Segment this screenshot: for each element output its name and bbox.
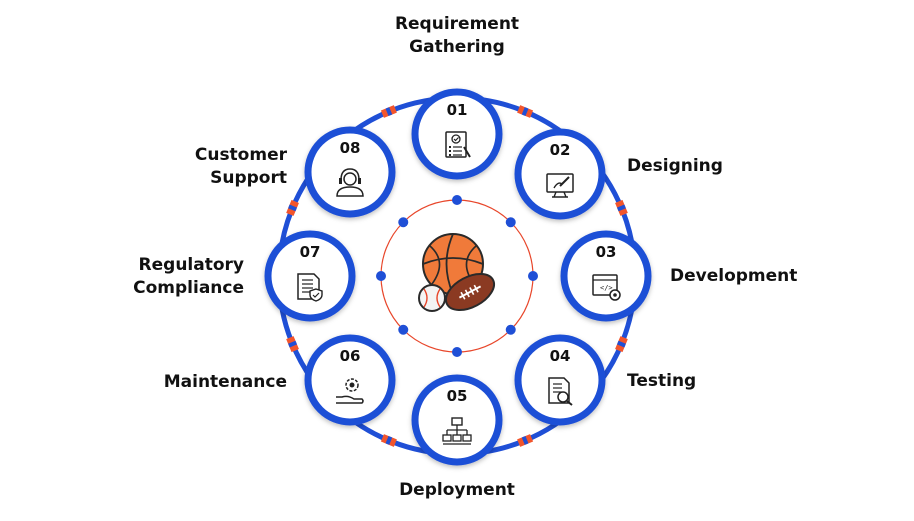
ring-accent	[615, 199, 628, 216]
orbit-dot	[398, 217, 409, 228]
stage-nodes: 01 02 03 </> 04 05 06 07 08	[264, 88, 652, 466]
stage-node-circle	[411, 88, 503, 180]
stage-label-06: Maintenance	[163, 372, 287, 392]
document-magnifier-icon	[548, 377, 573, 406]
ring-accent	[286, 336, 299, 353]
svg-text:</>: </>	[600, 284, 613, 292]
network-hierarchy-icon	[442, 417, 472, 445]
stage-node-circle	[264, 230, 356, 322]
document-shield-icon	[297, 273, 323, 302]
stage-node-01: 01	[411, 88, 503, 180]
stage-label-07: Regulatory Compliance	[133, 255, 244, 298]
stage-label-05: Deployment	[399, 480, 515, 500]
stage-number: 05	[447, 387, 468, 405]
ring-accent	[286, 199, 299, 216]
stage-label-01: Requirement Gathering	[394, 14, 520, 57]
stage-label-02: Designing	[627, 156, 723, 176]
orbit-dot	[528, 271, 538, 281]
stage-number: 03	[596, 243, 617, 261]
orbit-dot	[398, 324, 409, 335]
ring-accents	[286, 105, 628, 447]
stage-node-circle	[514, 334, 606, 426]
design-monitor-icon	[546, 173, 574, 198]
ring-accent	[615, 336, 628, 353]
ring-accent	[380, 105, 397, 118]
ring-accent	[517, 434, 534, 447]
stage-number: 01	[447, 101, 468, 119]
stage-node-04: 04	[514, 334, 606, 426]
stage-node-06: 06	[304, 334, 396, 426]
stage-number: 04	[550, 347, 571, 365]
stage-node-02: 02	[514, 128, 606, 220]
stage-node-circle	[304, 126, 396, 218]
orbit-dot	[452, 347, 462, 357]
orbit-dot	[376, 271, 386, 281]
stage-node-07: 07	[264, 230, 356, 322]
ring-accent	[517, 105, 534, 118]
stage-node-08: 08	[304, 126, 396, 218]
stage-number: 02	[550, 141, 571, 159]
orbit-dot	[505, 217, 516, 228]
stage-number: 06	[340, 347, 361, 365]
checklist-document-icon	[445, 131, 471, 158]
stage-label-08: Customer Support	[194, 145, 287, 188]
stage-node-circle	[411, 374, 503, 466]
hand-gear-icon	[336, 378, 364, 404]
sports-balls-icon	[418, 233, 496, 312]
stage-node-circle	[560, 230, 652, 322]
orbit-dot	[452, 195, 462, 205]
stage-label-04: Testing	[627, 371, 697, 391]
stage-number: 07	[300, 243, 321, 261]
code-window-gear-icon: </>	[592, 274, 621, 301]
ring-accent	[380, 434, 397, 447]
orbit-dot	[505, 324, 516, 335]
stage-node-05: 05	[411, 374, 503, 466]
stage-label-03: Development	[670, 266, 798, 286]
headset-agent-icon	[336, 168, 364, 197]
stage-node-03: 03 </>	[560, 230, 652, 322]
orbit-dots	[376, 195, 538, 357]
stage-number: 08	[340, 139, 361, 157]
